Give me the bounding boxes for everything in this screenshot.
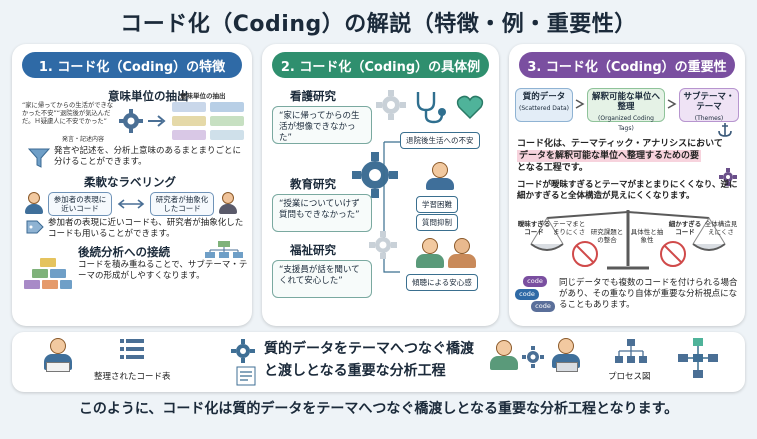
extract-desc: 発言や記述を、分析上意味のあるまとまりごとに分けることができます。	[54, 146, 242, 167]
process-diagram-label: プロセス図	[608, 372, 651, 382]
box-organized-units: 解釈可能な単位へ整理 (Organized Coding Tags)	[587, 88, 665, 132]
scale-structure-difficulty: 全体構造見えにくさ	[704, 220, 738, 236]
code-table-icon	[120, 339, 144, 359]
heart-icon	[456, 95, 484, 120]
tag-question-suppression: 質問抑制	[416, 214, 458, 231]
code-tag-3: code	[531, 301, 555, 312]
panel-importance: 3. コード化（Coding）の重要性 質的データ (Scattered Dat…	[509, 44, 745, 326]
labeling-title: 柔軟なラベリング	[84, 175, 176, 189]
process-diagram-icon	[615, 339, 647, 363]
code-tag-1: code	[523, 276, 547, 287]
gear-icon	[522, 346, 544, 368]
code-table-label: 整理されたコード表	[94, 372, 171, 382]
arrow-right-icon	[667, 99, 677, 109]
extract-quote: “家に帰ってからの生活ができなかった不安”“退院後が気込んだだ。Ｈ疑慮人に不安で…	[22, 102, 114, 125]
document-icon	[236, 366, 256, 386]
connection-desc: コードを積み重ねることで、サブテーマ・テーマの形成がしやすくなります。	[78, 260, 248, 281]
summary-bar: 整理されたコード表 質的データをテーマへつなぐ橋渡 と渡しとなる重要な分析工程 …	[12, 332, 745, 392]
box-qualitative-data-label: 質的データ	[522, 92, 566, 102]
arrow-right-icon	[148, 115, 166, 127]
participant-code-card: 参加者の表現に近いコード	[48, 192, 112, 216]
code-tag-2: code	[515, 289, 539, 300]
scale-concrete-abstract: 具体性と抽象性	[630, 228, 664, 244]
tag-listening-reassurance: 傾聴による安心感	[406, 274, 478, 291]
stethoscope-icon	[416, 92, 446, 124]
box-themes-sub: (Themes)	[694, 115, 724, 122]
education-title: 教育研究	[290, 177, 336, 191]
panel-features-header: 1. コード化（Coding）の特徴	[22, 52, 242, 78]
panel-features: 1. コード化（Coding）の特徴 意味単位の抽出 意味単位の抽出 “家に帰っ…	[12, 44, 252, 326]
connector-lines	[383, 141, 400, 273]
footer-summary: このように、コード化は質的データをテーマへつなぐ橋渡しとなる重要な分析工程となり…	[78, 401, 679, 417]
anchor-icon	[718, 123, 732, 137]
importance-para1-line1: コード化は、テーマティック・アナリシスにおいて	[517, 139, 723, 149]
importance-para1-line3: となる工程です。	[517, 163, 588, 173]
importance-para3: 同じデータでも複数のコードを付けられる場合があり、その重なり自体が重要な分析視点…	[559, 278, 738, 310]
welfare-title: 福祉研究	[290, 243, 336, 257]
welfare-quote: “支援員が話を聞いてくれて安心した”	[272, 260, 372, 298]
gear-icon	[231, 339, 255, 363]
nursing-title: 看護研究	[290, 89, 336, 103]
connection-title: 後続分析への接続	[78, 245, 170, 259]
extract-caption: 発言・記述内容	[62, 136, 105, 143]
scale-vague-code: 曖昧すぎるコード	[517, 220, 551, 236]
double-arrow-icon	[117, 199, 145, 209]
box-qualitative-data-sub: (Scattered Data)	[519, 105, 569, 112]
summary-center-line1: 質的データをテーマへつなぐ橋渡	[264, 341, 474, 357]
scale-research-alignment: 研究課題との整合	[590, 228, 624, 244]
importance-para1-highlight: データを解釈可能な単位へ整理するための要	[517, 150, 702, 162]
researcher-code-card: 研究者が抽象化したコード	[150, 192, 214, 216]
stacked-blocks-icon	[24, 258, 72, 292]
labeling-desc: 参加者の表現に近いコードも、研究者が抽象化したコードも用いることができます。	[48, 218, 244, 239]
tag-learning-difficulty: 学習困難	[416, 196, 458, 213]
education-quote: “授業についていけず質問もできなかった”	[272, 194, 372, 232]
nursing-quote: “家に帰ってからの生活が想像できなかった”	[272, 106, 372, 144]
box-themes-label: サブテーマ・テーマ	[683, 92, 735, 112]
gear-icon	[119, 109, 143, 133]
central-gear-icon	[352, 152, 398, 198]
code-tags-icon: code code code	[515, 276, 555, 314]
box-organized-units-sub: (Organized Coding Tags)	[598, 115, 654, 132]
box-themes: サブテーマ・テーマ (Themes)	[679, 88, 739, 122]
panel-examples: 2. コード化（Coding）の具体例 看護研究 “家に帰ってからの生活が想像で…	[262, 44, 499, 326]
importance-para2: コードが曖昧すぎるとテーマがまとまりにくくなり、逆に細かすぎると全体構造が見えに…	[517, 180, 738, 201]
scale-detailed-code: 細かすぎるコード	[668, 220, 702, 236]
funnel-icon	[28, 148, 50, 168]
gear-icon	[719, 168, 737, 186]
arrow-right-icon	[575, 99, 585, 109]
scale-theme-difficulty: テーマまとまりにくさ	[552, 220, 586, 236]
extract-title: 意味単位の抽出	[108, 89, 189, 103]
meaning-unit-blocks	[172, 102, 244, 142]
gear-icon	[376, 90, 406, 120]
tag-icon	[26, 220, 44, 234]
balance-scale-icon	[530, 210, 726, 270]
box-organized-units-label: 解釈可能な単位へ整理	[591, 92, 660, 112]
page-title: コード化（Coding）の解説（特徴・例・重要性）	[120, 12, 637, 37]
extract-label-small: 意味単位の抽出	[180, 92, 226, 100]
tag-discharge-anxiety: 退院後生活への不安	[400, 132, 480, 149]
panel-importance-header: 3. コード化（Coding）の重要性	[519, 52, 735, 78]
hierarchy-icon	[205, 241, 243, 258]
box-qualitative-data: 質的データ (Scattered Data)	[515, 88, 573, 122]
summary-center-line2: と渡しとなる重要な分析工程	[264, 363, 446, 379]
gear-icon	[369, 231, 397, 259]
panel-examples-header: 2. コード化（Coding）の具体例	[272, 52, 489, 78]
importance-para1: コード化は、テーマティック・アナリシスにおいて データを解釈可能な単位へ整理する…	[517, 138, 739, 174]
network-diagram-icon	[678, 338, 718, 378]
